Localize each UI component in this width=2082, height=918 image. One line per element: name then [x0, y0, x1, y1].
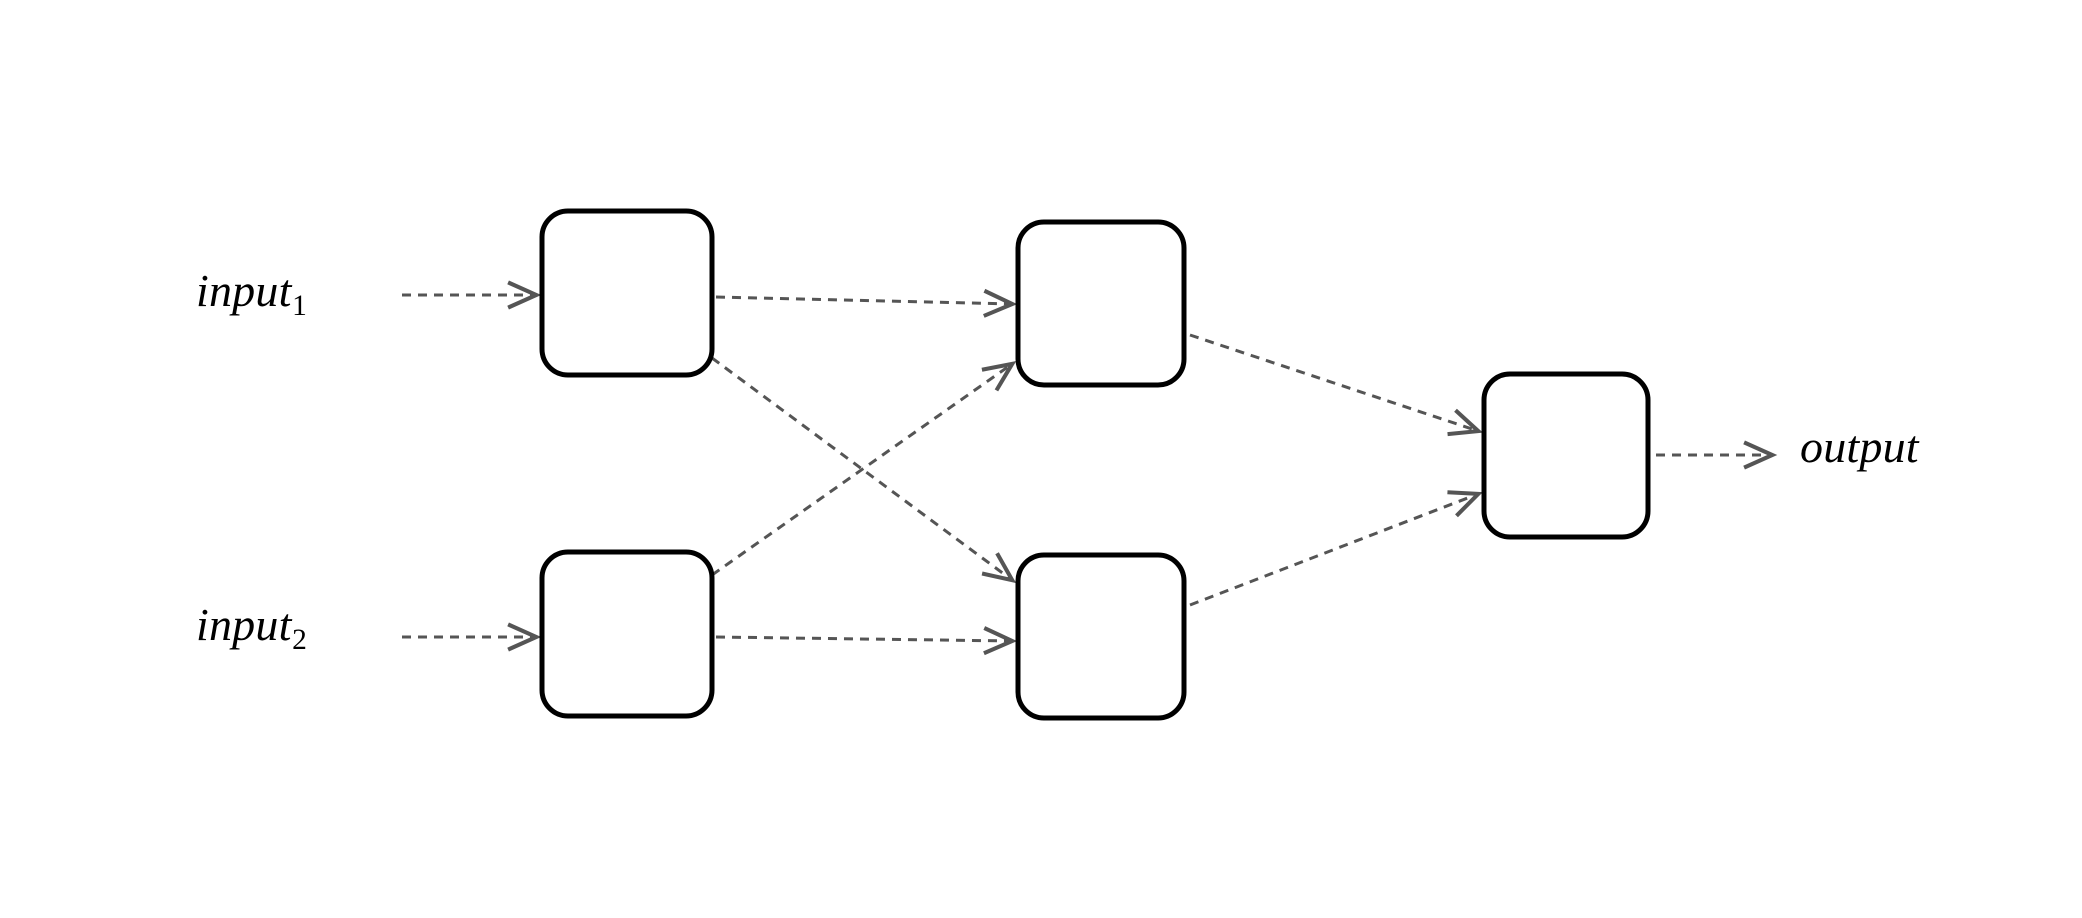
output-node[interactable]	[1481, 371, 1651, 540]
nodes-group	[539, 208, 1651, 721]
output-label: output	[1800, 424, 1919, 470]
input-1-label: input1	[196, 265, 307, 321]
edge-layer2-node1-to-output-node	[1189, 333, 1483, 437]
layer2-node-2[interactable]	[1015, 552, 1187, 721]
input-2-label-subscript: 2	[292, 623, 308, 656]
edge-layer2-node2-to-output-node	[1189, 490, 1483, 607]
input-2-label-text: input	[196, 599, 292, 650]
edge-layer1-node1-to-layer2-node1	[715, 288, 1018, 318]
layer2-node-1[interactable]	[1015, 219, 1187, 388]
input-1-label-subscript: 1	[292, 289, 308, 322]
edge-layer1-node2-to-layer2-node2	[715, 626, 1018, 656]
layer1-node-1[interactable]	[539, 208, 715, 378]
layer1-node-2[interactable]	[539, 549, 715, 719]
edge-layer1-node1-to-layer2-node2	[711, 356, 1017, 584]
edges-group	[402, 280, 1778, 656]
edge-layer1-node2-to-layer2-node1	[711, 360, 1017, 577]
input-1-label-text: input	[196, 265, 292, 316]
output-label-text: output	[1800, 421, 1919, 472]
input-2-label: input2	[196, 599, 307, 655]
